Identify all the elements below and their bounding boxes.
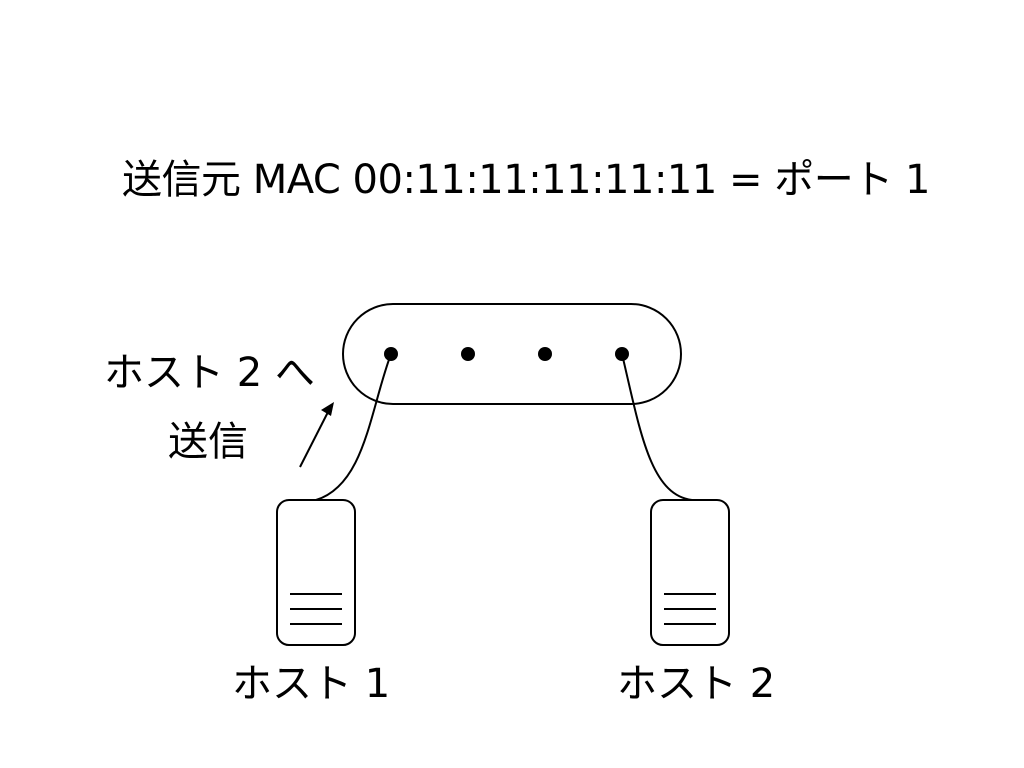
host2-label: ホスト 2 <box>617 661 776 707</box>
switch-port-2 <box>461 347 475 361</box>
send-annotation-line1: ホスト 2 へ <box>104 350 315 396</box>
diagram-title: 送信元 MAC 00:11:11:11:11:11 = ポート 1 <box>122 157 930 203</box>
server-icon <box>276 499 356 646</box>
server-icon <box>650 499 730 646</box>
arrow-up-right-icon <box>299 402 334 468</box>
host1-label: ホスト 1 <box>232 661 391 707</box>
switch <box>342 303 682 405</box>
switch-port-3 <box>538 347 552 361</box>
cable-host1-port1 <box>315 353 392 501</box>
send-annotation-line2: 送信 <box>168 419 248 465</box>
cable-host2-port4 <box>621 353 693 501</box>
